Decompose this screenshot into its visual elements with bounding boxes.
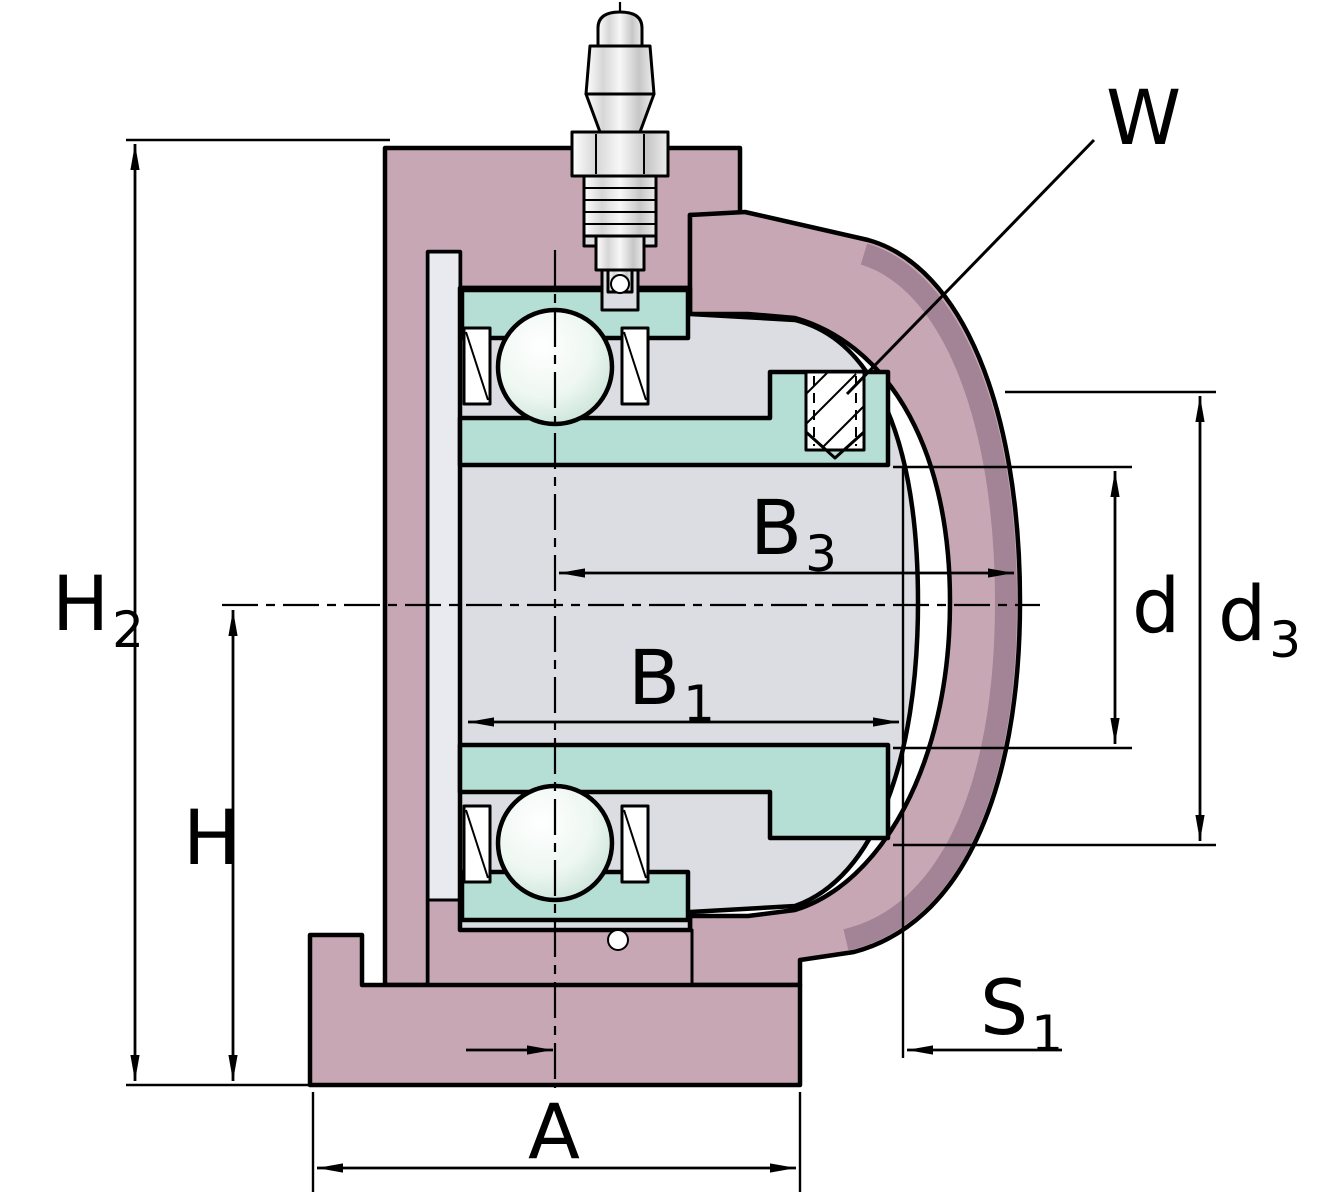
label-h2-main: H <box>52 559 110 648</box>
seal-bottom-right <box>620 804 650 884</box>
label-b1-sub: 1 <box>683 675 715 733</box>
label-a: A <box>528 1094 583 1170</box>
fitting-collar <box>594 234 646 272</box>
seal-top-right <box>620 326 650 406</box>
dimension-lines <box>130 138 1205 1173</box>
label-s1-sub: 1 <box>1031 1005 1064 1063</box>
label-h2-sub: 2 <box>112 601 144 659</box>
label-b3: B3 <box>750 490 837 580</box>
label-s1: S1 <box>980 970 1063 1060</box>
label-d-main: d <box>1132 561 1181 650</box>
fitting-thread <box>582 174 658 238</box>
bearing-rolling-elements <box>462 307 650 951</box>
seal-bottom-left <box>462 804 492 884</box>
label-a-main: A <box>528 1087 580 1176</box>
label-w: W <box>1106 80 1184 156</box>
seal-line <box>623 331 647 401</box>
label-h2: H2 <box>52 566 144 656</box>
label-d3-sub: 3 <box>1269 611 1302 669</box>
label-b3-sub: 3 <box>805 525 837 583</box>
seal-line <box>465 331 489 401</box>
fitting-taper <box>584 92 656 134</box>
label-h-main: H <box>183 793 241 882</box>
screw-hatch <box>821 405 865 449</box>
split-line-strip <box>426 250 462 902</box>
housing-cover <box>687 209 1023 988</box>
check-ball <box>610 274 630 294</box>
extension-lines <box>126 138 1216 1192</box>
seal-top-left <box>462 326 492 406</box>
label-w-main: W <box>1106 73 1182 162</box>
label-d3: d3 <box>1218 576 1301 666</box>
cover-shadow-band <box>843 243 1018 951</box>
drain-hole <box>607 929 629 951</box>
label-b1: B1 <box>628 640 715 730</box>
label-h: H <box>183 800 243 876</box>
screw-tip-chevron <box>804 430 866 460</box>
screw-hatch <box>805 371 829 395</box>
label-s1-main: S <box>980 963 1029 1052</box>
seal-line <box>465 809 489 879</box>
w-leader-line <box>845 138 1096 396</box>
seal-line <box>623 809 647 879</box>
fitting-shoulder <box>584 44 656 96</box>
bearing-insert <box>457 287 891 923</box>
label-d3-main: d <box>1218 569 1267 658</box>
label-b3-main: B <box>750 483 803 572</box>
label-d: d <box>1132 568 1183 644</box>
fitting-dome <box>596 10 644 48</box>
label-b1-main: B <box>628 633 681 722</box>
screw-hatch <box>805 373 857 425</box>
inner-ring-collar-top <box>457 369 891 468</box>
inner-ring-collar-bottom <box>457 742 891 841</box>
grease-fitting <box>570 2 670 312</box>
fitting-hex <box>570 130 670 178</box>
